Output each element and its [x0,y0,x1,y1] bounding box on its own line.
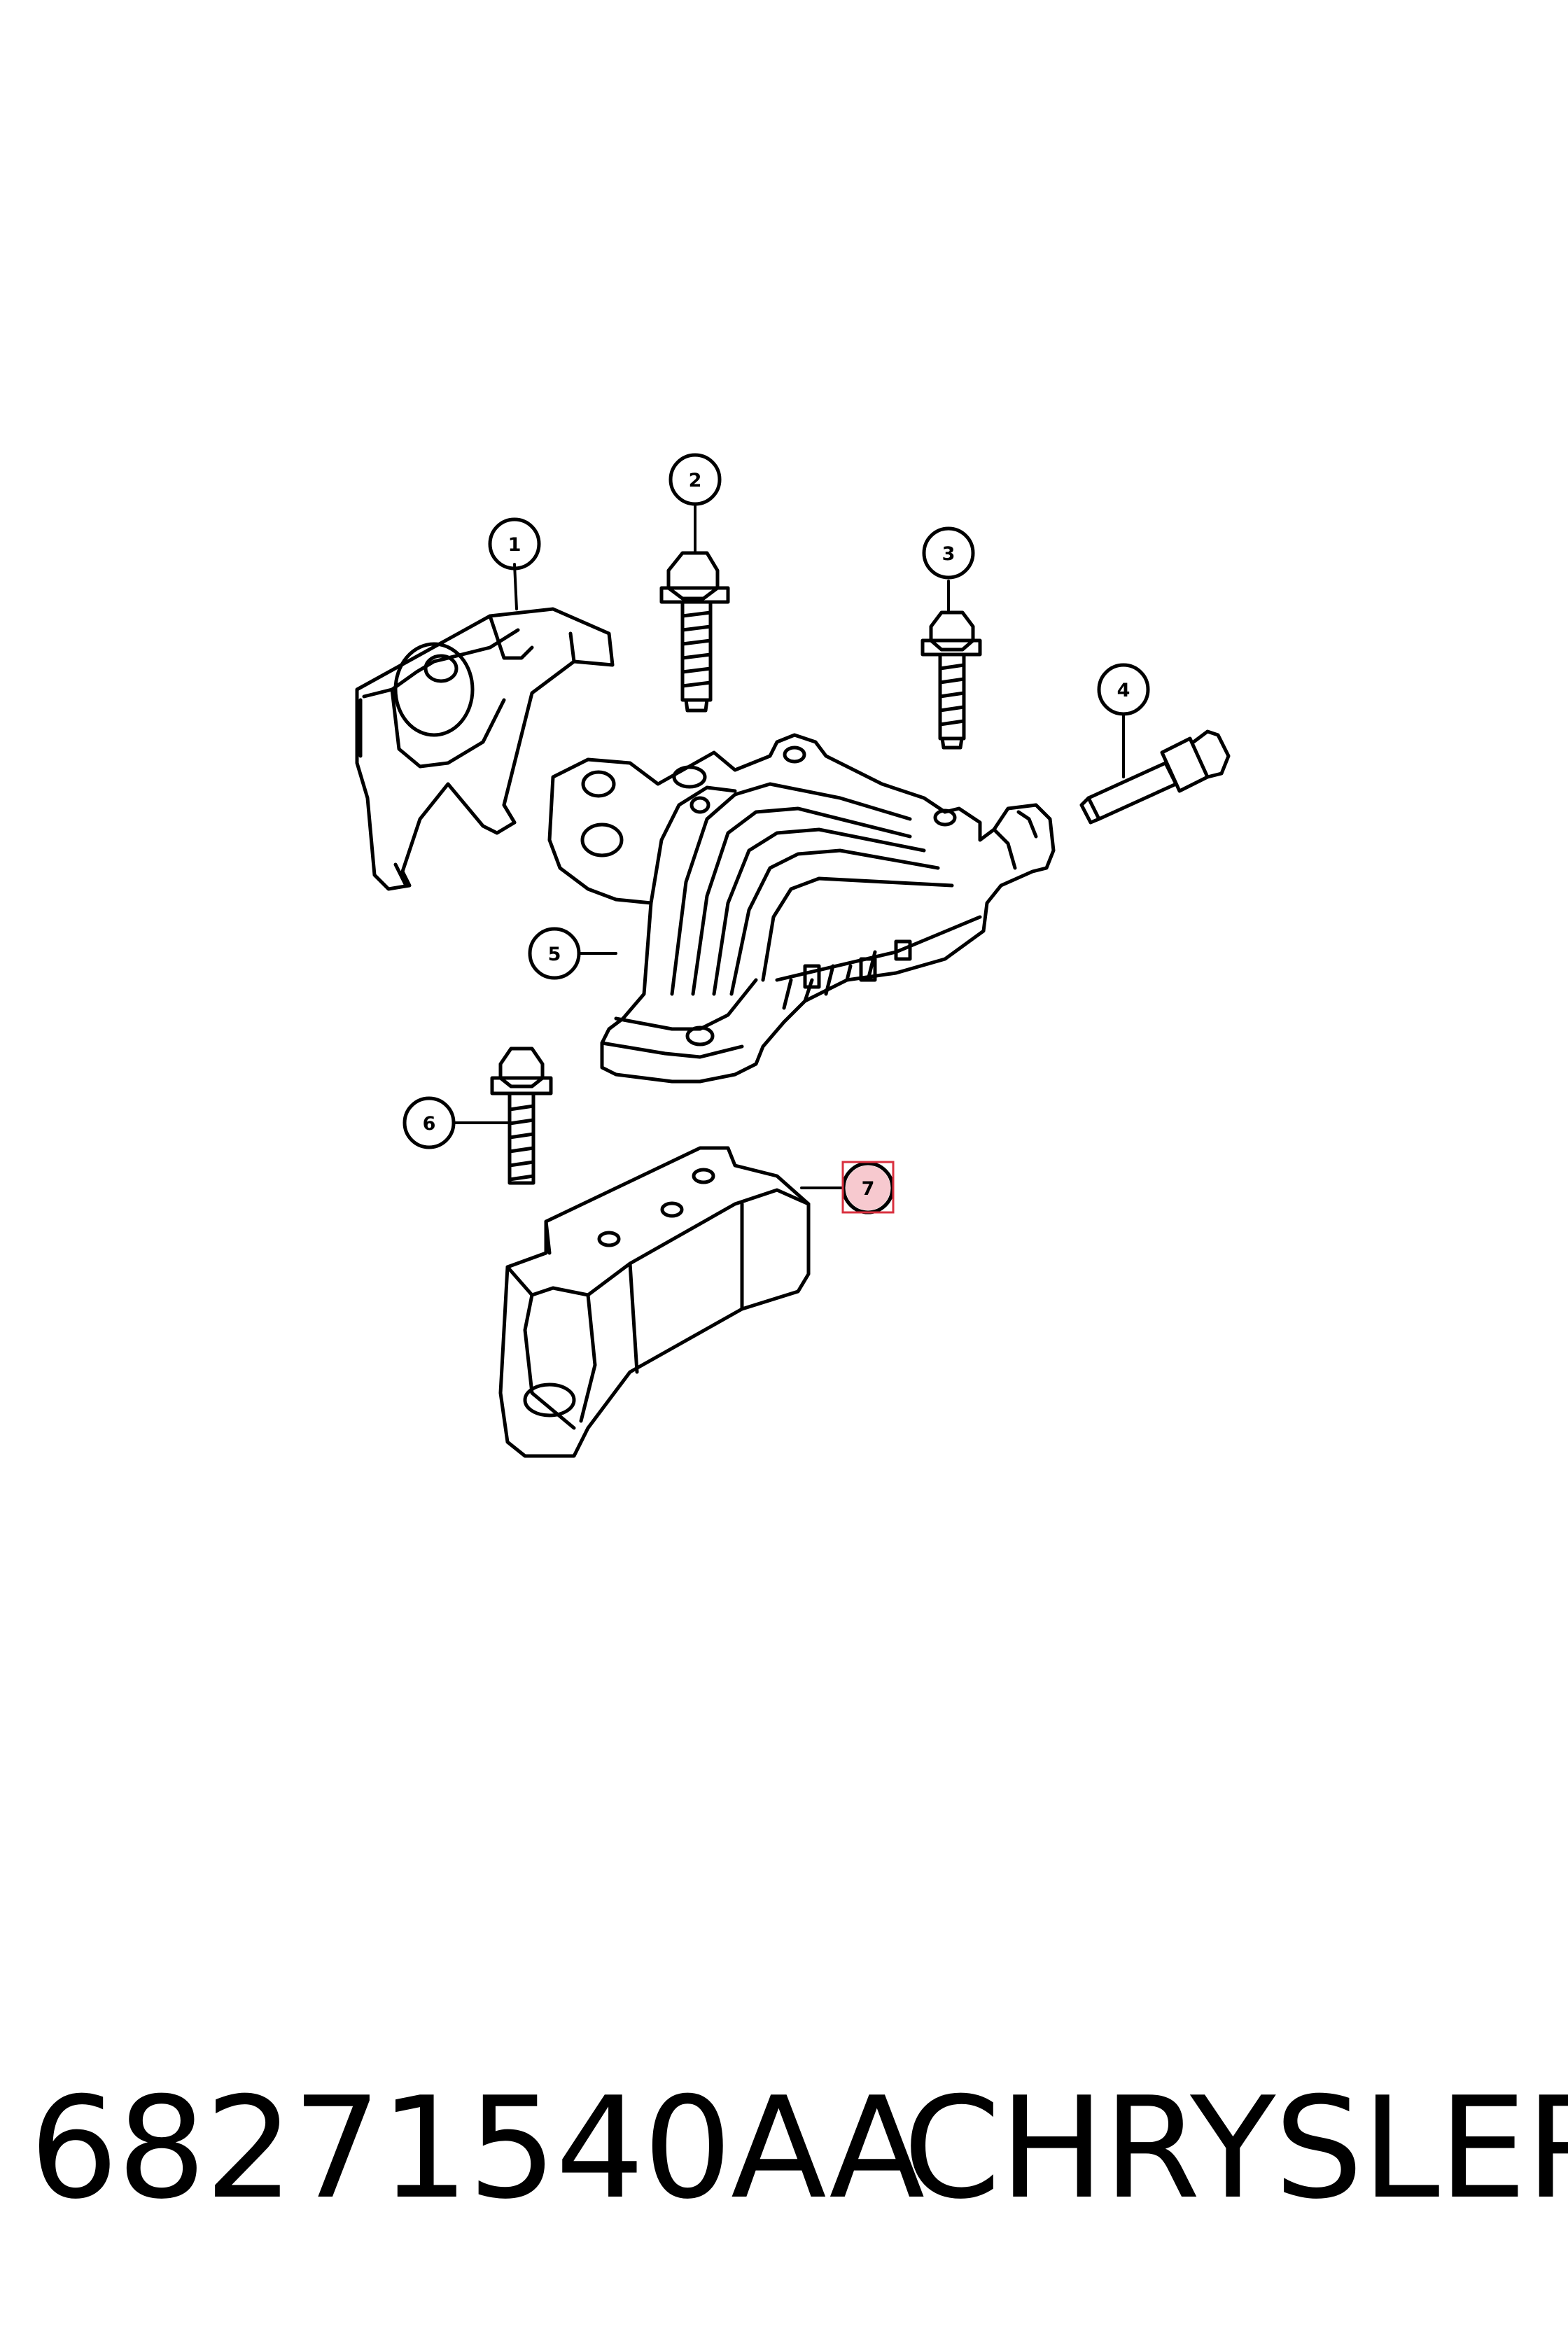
bolt-part-6 [490,1046,553,1185]
callout-label-7: 7 [862,1178,875,1200]
callout-label-4: 4 [1117,680,1130,701]
callout-label-1: 1 [508,534,522,556]
engine-mount-part [547,733,1056,1084]
bolt-part-3 [920,610,982,750]
bolt-part-2 [659,551,730,713]
callout-label-5: 5 [548,944,561,965]
bolt-part-4 [1079,729,1231,825]
callout-7-highlight [841,1161,895,1214]
callout-label-3: 3 [942,543,955,565]
footer: 68271540AA CHRYSLER [0,2051,1568,2261]
part-number: 68271540AA [29,2067,925,2230]
callout-label-6: 6 [423,1113,436,1135]
bracket-part [355,607,615,891]
callout-label-2: 2 [689,470,702,491]
support-bracket-part [498,1146,811,1458]
leader-lines [452,503,1125,1189]
brand-name: CHRYSLER [903,2067,1568,2230]
